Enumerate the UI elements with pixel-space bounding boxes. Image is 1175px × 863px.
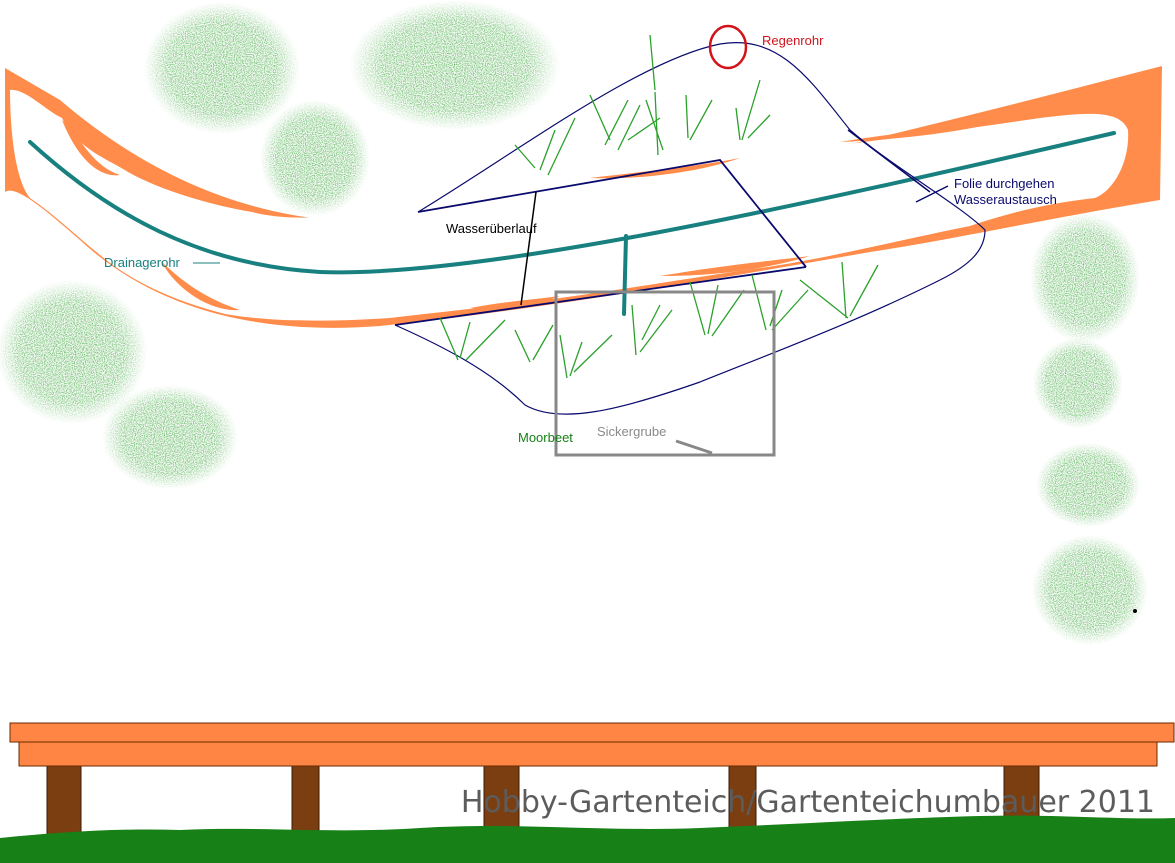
liner-patch [470,296,560,310]
bush [1030,213,1140,343]
grass-tuft [631,304,673,356]
grass-tuft [514,324,554,363]
drainage-pipe [28,131,1116,316]
bush [260,100,370,216]
liner-patch [590,158,740,179]
grass-tuft [589,94,661,151]
liner-patch [660,256,810,276]
overflow-wall-top [417,159,807,268]
bush [1033,338,1123,428]
label-sickergrube: Sickergrube [597,424,666,439]
label-folie-line2: Wasseraustausch [954,192,1057,207]
bush [1032,535,1148,645]
grass-tuft [559,334,613,379]
lawn [0,815,1175,863]
grass-tuft [689,281,745,337]
grass-tuft [751,274,809,331]
bush [1036,443,1140,527]
pond-liner [5,66,1162,328]
bushes [0,0,1148,645]
upper-bed-outline [417,42,986,281]
rain-pipe-marker [708,24,748,70]
label-wasserueberlauf: Wasserüberlauf [446,221,537,236]
folie-leader [915,185,949,203]
bush [102,385,238,489]
grass-tuft [799,261,879,319]
bush [350,0,560,130]
bush [144,2,300,134]
bush-dot [1133,609,1137,613]
label-drainagerohr: Drainagerohr [104,255,181,270]
liner-through-line [847,129,931,193]
deck-post [291,759,320,841]
liner-white-interior [10,89,1129,321]
seepage-pit-leader [675,439,713,455]
deck-lower-plank [18,741,1158,767]
grass-tuft [735,79,771,141]
grass-plants [439,34,879,379]
liner-patch [62,120,120,176]
label-folie-line1: Folie durchgehen [954,176,1054,191]
liner-patch [840,122,1000,142]
overflow-wall-bottom [394,266,807,326]
grass-tuft [439,317,506,361]
deck-post [46,759,82,841]
drainage-pipe-main [28,131,1116,275]
label-regenrohr: Regenrohr [762,33,824,48]
seepage-pit-box [554,290,776,457]
label-moorbeet: Moorbeet [518,430,573,445]
grass-tuft [645,34,664,156]
grass-tuft [685,94,713,141]
watermark: Hobby-Gartenteich/Gartenteichumbauer 201… [461,785,1155,820]
deck-top-plank [9,722,1175,743]
overflow-divider [520,191,537,306]
drainage-pipe-branch [622,234,628,316]
bog-bed-outline [394,279,941,415]
grass-tuft [514,117,576,176]
bush [0,280,147,424]
bed-outlines [394,42,986,415]
